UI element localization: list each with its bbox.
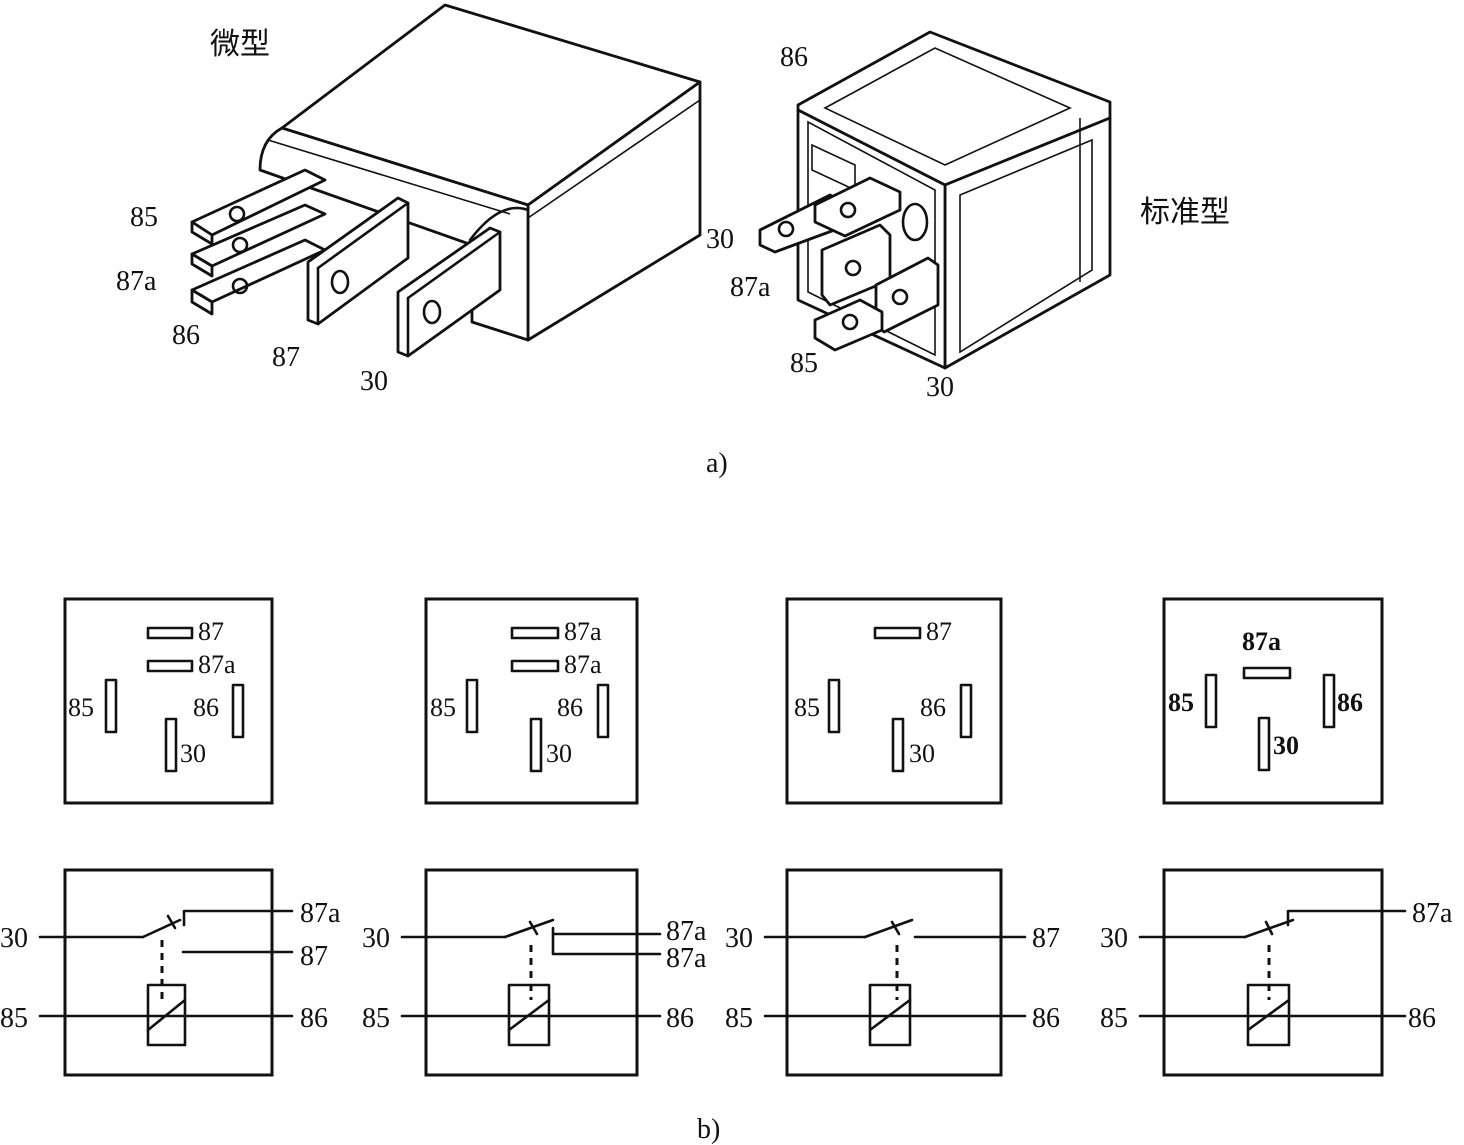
schematic-1-out-lower: 87: [300, 941, 328, 972]
pinout-1-bottom: 30: [180, 739, 206, 768]
schematic-1-out-coil: 86: [300, 1003, 328, 1034]
pinout-2-bottom: 30: [546, 739, 572, 768]
caption-b: b): [697, 1114, 720, 1145]
schematic-1-in-bottom: 85: [0, 1003, 28, 1034]
schematic-panel-4: 30 85 87a 86: [1100, 868, 1453, 1077]
pinout-3-left: 85: [794, 693, 820, 722]
standard-pin-86: [813, 176, 902, 238]
standard-title: 标准型: [1140, 196, 1230, 229]
schematic-panel-1: 30 85 87a 87 86: [0, 868, 341, 1077]
micro-label-30: 30: [360, 366, 388, 397]
schematic-2-in-bottom: 85: [362, 1003, 390, 1034]
standard-pin-85: [813, 298, 884, 352]
pinout-4-top: 87a: [1242, 627, 1281, 656]
pinout-1-top: 87: [198, 617, 224, 646]
pinout-panel-2: 87a 87a 85 86 30: [424, 597, 639, 805]
schematic-1-out-upper: 87a: [300, 898, 341, 929]
pinout-1-right: 86: [193, 693, 219, 722]
pinout-4-left: 85: [1168, 688, 1194, 717]
schematic-3-out-coil: 86: [1032, 1003, 1060, 1034]
schematic-2-in-top: 30: [362, 923, 390, 954]
micro-relay-drawing: 微型 85 87a 86 87 30: [116, 3, 702, 397]
micro-label-87: 87: [272, 342, 300, 373]
standard-label-30-bottom: 30: [926, 372, 954, 403]
pinout-panel-3: 87 85 86 30: [785, 597, 1003, 805]
pinout-3-bottom: 30: [909, 739, 935, 768]
pinout-4-bottom: 30: [1273, 731, 1299, 760]
micro-label-87a: 87a: [116, 266, 157, 297]
schematic-4-out-coil: 86: [1408, 1003, 1436, 1034]
micro-pin-86: [190, 238, 327, 316]
pinout-2-left: 85: [430, 693, 456, 722]
standard-relay-drawing: 86 30 87a 85 30 标准型: [706, 30, 1230, 403]
schematic-4-in-top: 30: [1100, 923, 1128, 954]
micro-pin-87: [306, 196, 410, 326]
pinout-2-second: 87a: [564, 650, 602, 679]
micro-label-85: 85: [130, 202, 158, 233]
pinout-1-left: 85: [68, 693, 94, 722]
standard-label-85: 85: [790, 348, 818, 379]
schematic-3-in-bottom: 85: [725, 1003, 753, 1034]
pinout-panel-4: 87a 85 86 30: [1162, 597, 1384, 805]
pinout-3-right: 86: [920, 693, 946, 722]
schematic-4-out-upper: 87a: [1412, 898, 1453, 929]
standard-label-86: 86: [780, 42, 808, 73]
micro-title: 微型: [210, 28, 270, 61]
schematic-4-in-bottom: 85: [1100, 1003, 1128, 1034]
micro-pin-87a: [190, 203, 327, 278]
schematic-3-in-top: 30: [725, 923, 753, 954]
standard-label-30-left: 30: [706, 224, 734, 255]
schematic-3-out-upper: 87: [1032, 923, 1060, 954]
pinout-panel-1: 87 87a 85 86 30: [63, 597, 274, 805]
pinout-2-right: 86: [557, 693, 583, 722]
pinout-2-top: 87a: [564, 617, 602, 646]
caption-a: a): [706, 448, 728, 479]
pinout-1-second: 87a: [198, 650, 236, 679]
standard-label-87a: 87a: [730, 272, 771, 303]
pinout-3-top: 87: [926, 617, 952, 646]
schematic-1-in-top: 30: [0, 923, 28, 954]
micro-label-86: 86: [172, 320, 200, 351]
micro-pin-30: [396, 226, 502, 358]
schematic-2-out-lower: 87a: [666, 943, 707, 974]
pinout-4-right: 86: [1337, 688, 1363, 717]
schematic-2-out-coil: 86: [666, 1003, 694, 1034]
schematic-panel-2: 30 85 87a 87a 86: [362, 868, 707, 1077]
schematic-2-out-upper: 87a: [666, 916, 707, 947]
schematic-panel-3: 30 85 87 86: [725, 868, 1060, 1077]
